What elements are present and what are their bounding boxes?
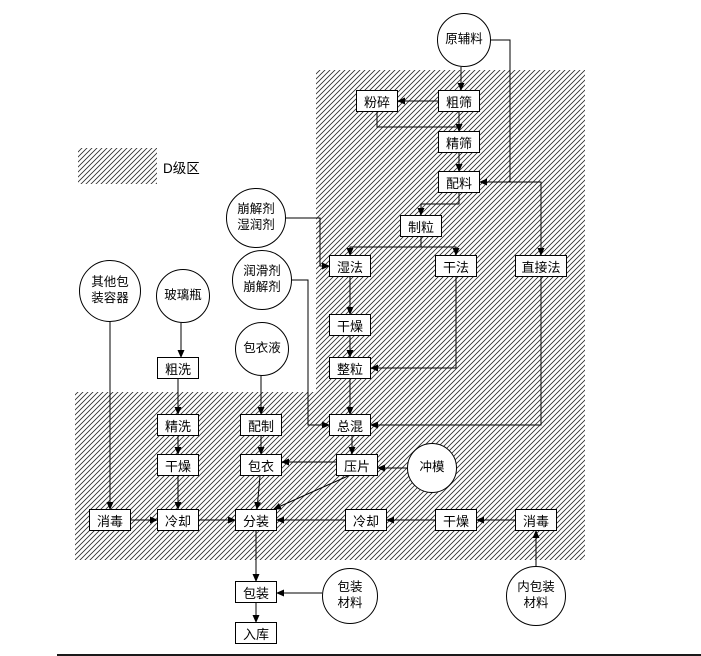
node-fine-wash: 精洗 xyxy=(157,414,199,436)
node-disinfect-right: 消毒 xyxy=(515,509,557,531)
edge-crush-to-fine-sieve-join xyxy=(376,112,457,128)
node-disinfect-left: 消毒 xyxy=(89,509,131,531)
edge-granulate-to-dry xyxy=(421,246,460,256)
node-coating-fluid-label: 包衣液 xyxy=(243,341,281,356)
node-glass-bottle-label: 玻璃瓶 xyxy=(164,288,202,303)
node-cool-right: 冷却 xyxy=(345,509,387,531)
node-raw-material-label: 原辅料 xyxy=(445,32,483,47)
node-compound: 配料 xyxy=(438,171,480,193)
node-lubricant-disintegrant-label: 润滑剂 崩解剂 xyxy=(243,264,281,294)
legend-swatch xyxy=(78,148,157,184)
node-dry-method: 干法 xyxy=(435,255,477,277)
node-filling: 分装 xyxy=(235,509,277,531)
node-disintegrant-wetting-label: 崩解剂 湿润剂 xyxy=(237,202,275,232)
node-dry-right: 干燥 xyxy=(435,509,477,531)
edge-disintegrant-to-wet xyxy=(286,217,330,270)
node-inner-pack-material: 内包装 材料 xyxy=(506,566,566,626)
edge-press-to-filling xyxy=(273,475,349,510)
node-fine-sieve: 精筛 xyxy=(438,131,480,153)
edge-compound-to-granulate xyxy=(417,193,460,216)
node-punch-die: 冲模 xyxy=(407,443,457,493)
node-cool-left: 冷却 xyxy=(157,509,199,531)
node-coating: 包衣 xyxy=(240,454,282,476)
node-dry-left: 干燥 xyxy=(157,454,199,476)
edge-dry-to-sizing xyxy=(370,277,457,372)
node-granulate: 制粒 xyxy=(400,215,442,237)
node-wet-method: 湿法 xyxy=(329,255,371,277)
node-other-container: 其他包 装容器 xyxy=(79,260,141,322)
node-total-mix: 总混 xyxy=(329,414,371,436)
node-coating-fluid: 包衣液 xyxy=(235,322,289,376)
page-bottom-edge xyxy=(57,654,701,656)
legend-label: D级区 xyxy=(163,161,200,176)
node-punch-die-label: 冲模 xyxy=(419,460,445,475)
edge-granulate-to-wet xyxy=(346,237,422,256)
node-other-container-label: 其他包 装容器 xyxy=(91,275,129,305)
node-crush: 粉碎 xyxy=(356,90,398,112)
edge-lubricant-to-totalmix xyxy=(292,279,330,429)
node-tablet-press: 压片 xyxy=(336,454,378,476)
edge-compound-to-direct xyxy=(510,181,545,256)
node-direct-method: 直接法 xyxy=(515,255,567,277)
edge-direct-to-totalmix xyxy=(370,277,542,429)
node-warehouse: 入库 xyxy=(235,622,277,644)
node-inner-pack-material-label: 内包装 材料 xyxy=(517,580,555,610)
node-disintegrant-wetting: 崩解剂 湿润剂 xyxy=(226,188,286,248)
node-coarse-sieve: 粗筛 xyxy=(438,90,480,112)
node-glass-bottle: 玻璃瓶 xyxy=(156,269,210,323)
node-raw-material: 原辅料 xyxy=(437,13,491,67)
node-coarse-wash: 粗洗 xyxy=(157,357,199,379)
edge-coating-to-filling xyxy=(254,475,262,510)
node-prepare: 配制 xyxy=(240,414,282,436)
node-pack-material-label: 包装 材料 xyxy=(337,580,363,610)
node-drying-granule: 干燥 xyxy=(329,314,371,336)
node-pack-material: 包装 材料 xyxy=(322,568,378,624)
node-packaging: 包装 xyxy=(235,581,277,603)
edge-raw-to-compound xyxy=(479,39,511,186)
node-lubricant-disintegrant: 润滑剂 崩解剂 xyxy=(232,250,292,310)
node-sizing: 整粒 xyxy=(329,357,371,379)
